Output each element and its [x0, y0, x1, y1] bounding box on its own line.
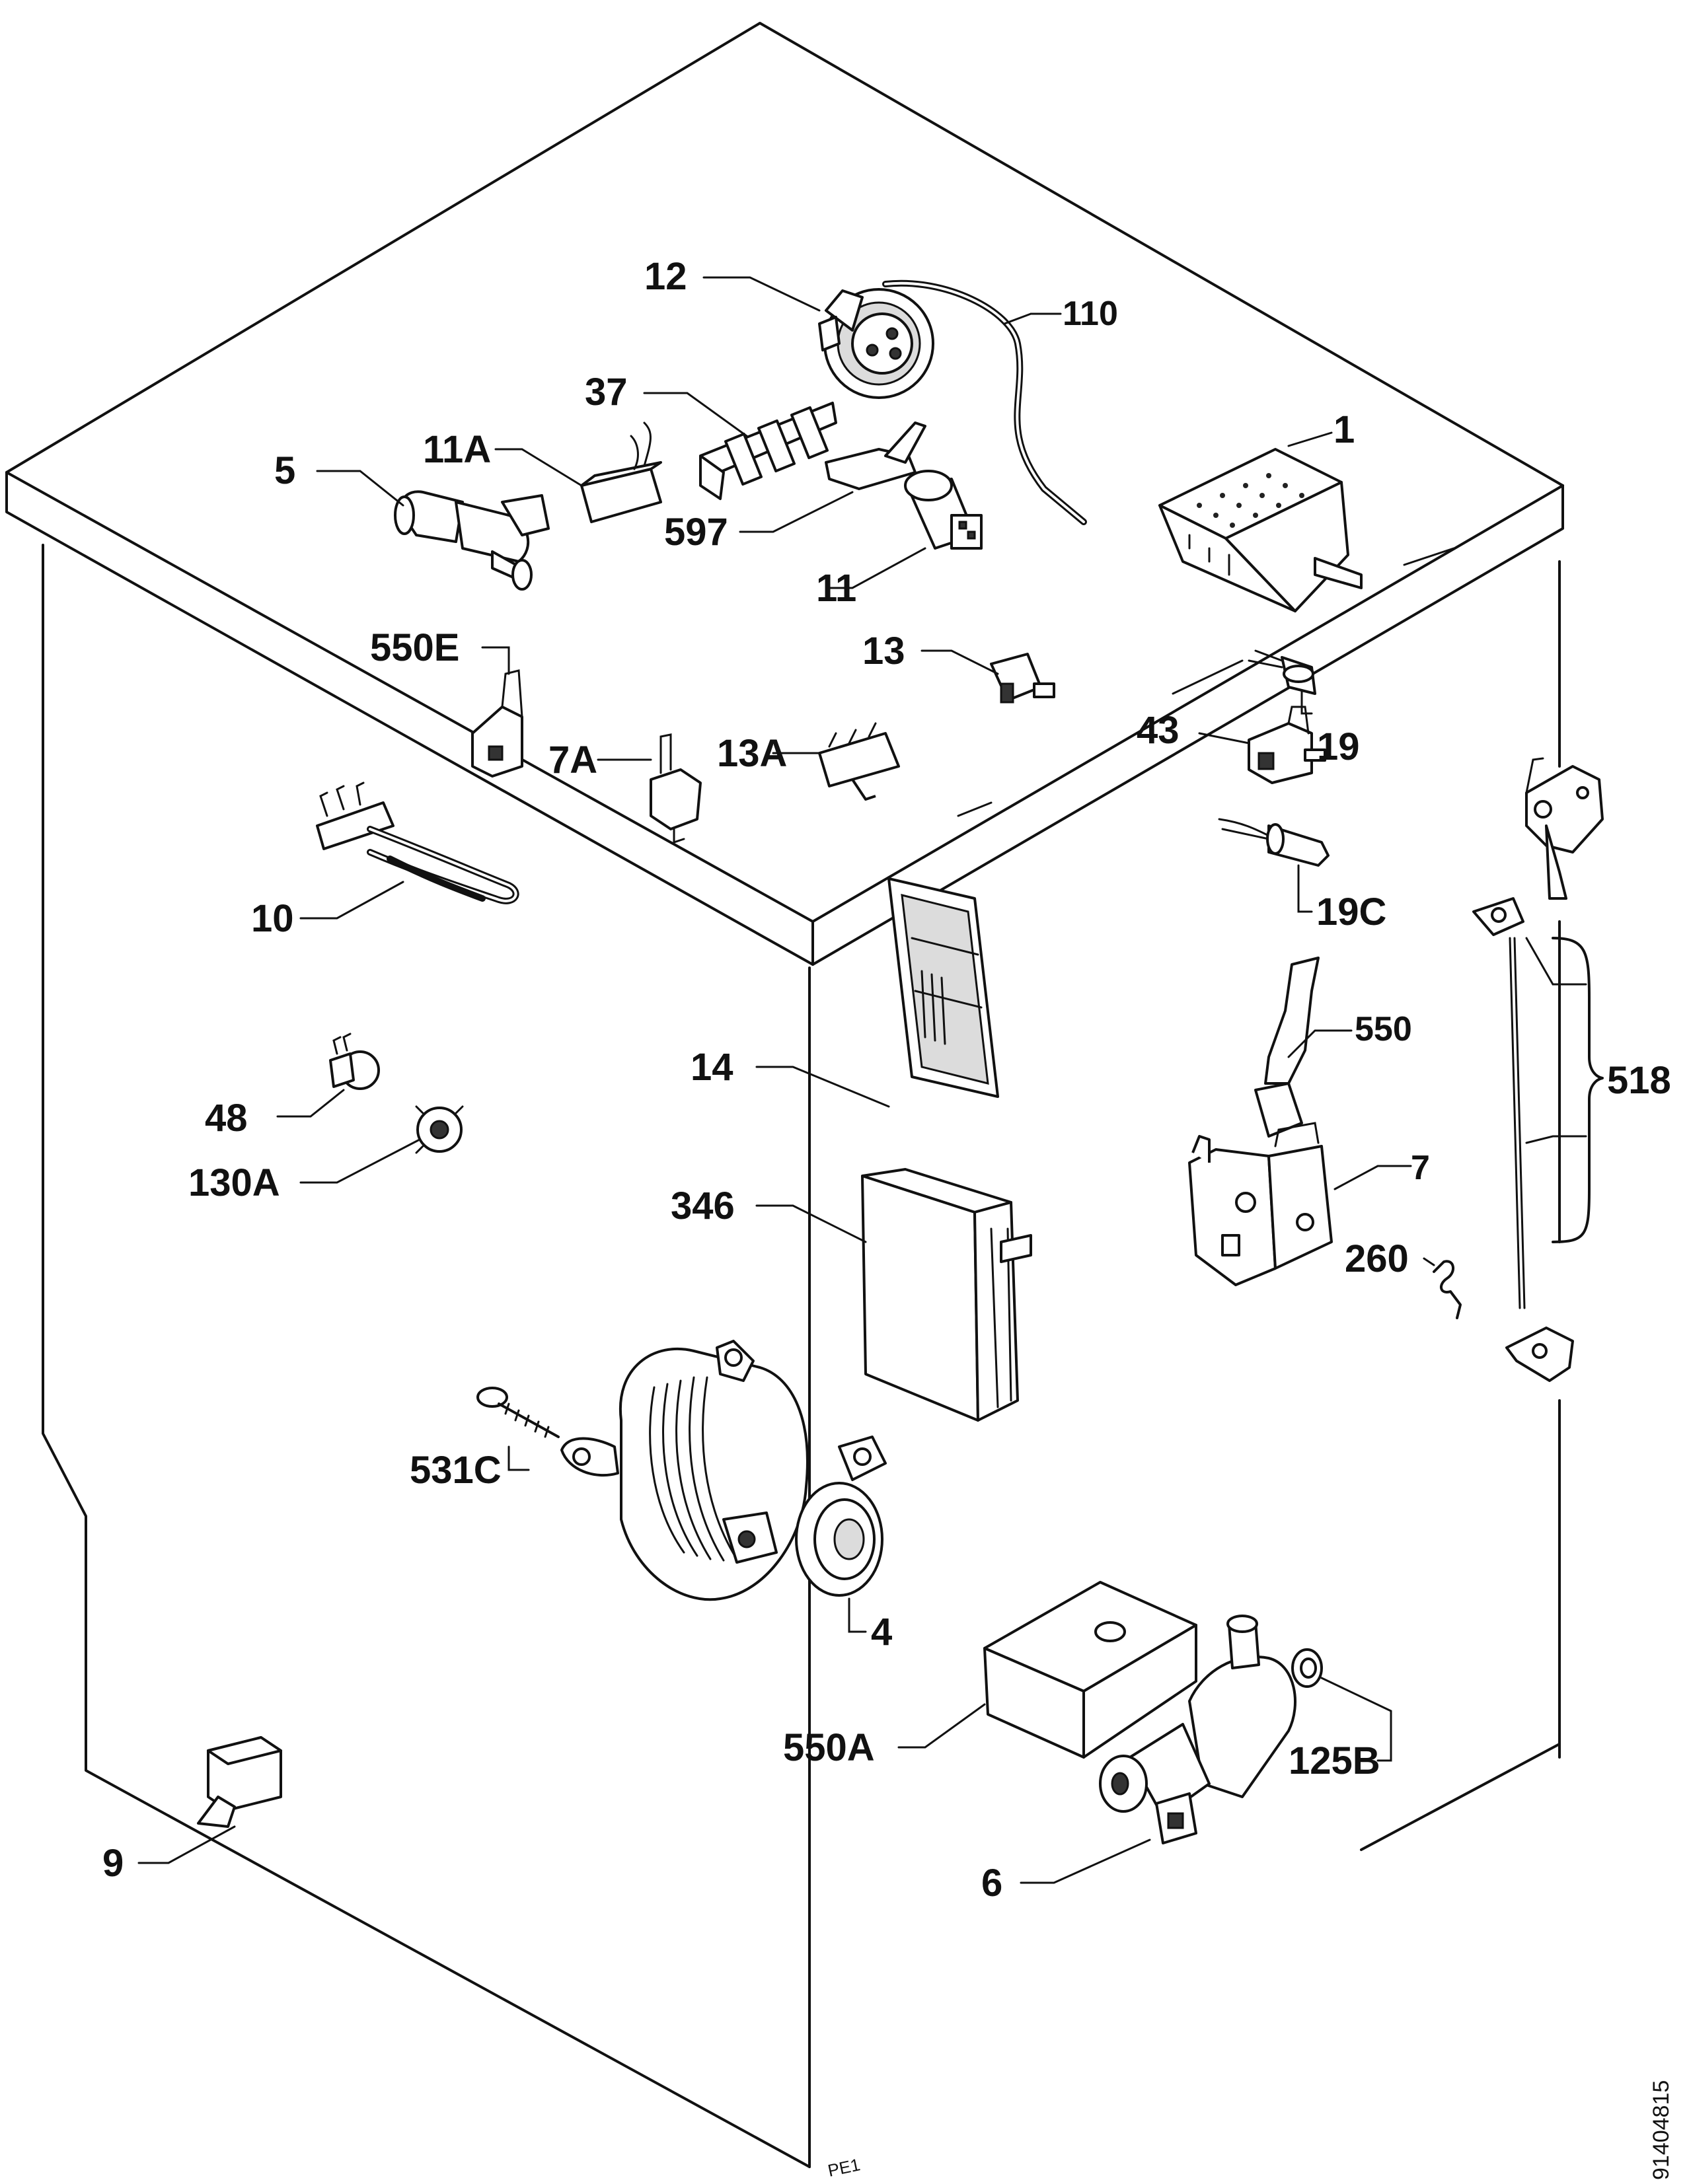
label-550: 550	[1355, 1010, 1412, 1048]
part-1-programmer	[1158, 448, 1363, 612]
label-19: 19	[1317, 725, 1360, 768]
part-19c-probe	[1218, 818, 1330, 867]
label-7a: 7A	[548, 739, 597, 782]
label-48: 48	[205, 1097, 248, 1140]
part-6-drain-pump	[1099, 1615, 1296, 1844]
label-12: 12	[644, 255, 687, 298]
label-37: 37	[585, 371, 628, 414]
label-9: 9	[102, 1842, 124, 1885]
label-6: 6	[981, 1862, 1002, 1905]
label-260: 260	[1345, 1237, 1409, 1280]
part-labels: 12 110 37 11A 5 597 11 1 13 550E 7A 13A …	[102, 255, 1671, 1905]
label-13: 13	[862, 630, 905, 673]
part-531c-screw	[476, 1387, 560, 1438]
part-9-suppressor	[197, 1736, 282, 1828]
label-19c: 19C	[1316, 891, 1386, 933]
leader-lines	[137, 276, 1604, 1884]
label-110: 110	[1063, 295, 1118, 333]
part-7-door-lock	[1188, 1122, 1333, 1286]
cabinet-outline	[5, 22, 1564, 2168]
part-130a-nut	[415, 1105, 464, 1154]
label-550e: 550E	[370, 626, 459, 669]
part-10-heating-element	[316, 782, 519, 904]
label-13a: 13A	[717, 732, 787, 775]
label-130a: 130A	[188, 1161, 280, 1204]
label-11a: 11A	[423, 428, 491, 471]
part-11-capacitor	[904, 470, 983, 550]
label-7: 7	[1411, 1149, 1430, 1187]
part-14-dispenser-drawer	[887, 877, 999, 1098]
part-550e-bracket	[471, 669, 523, 778]
part-48-thermostat	[329, 1033, 380, 1090]
part-550a-cover	[983, 1581, 1197, 1759]
label-14: 14	[691, 1046, 733, 1089]
part-550-lever	[1254, 957, 1320, 1138]
label-125b: 125B	[1289, 1739, 1380, 1782]
part-13a-terminal	[818, 722, 900, 801]
label-5: 5	[274, 449, 295, 492]
part-518-hinge-assembly	[1472, 757, 1604, 1382]
label-1: 1	[1333, 408, 1355, 451]
part-110-hose	[882, 279, 1087, 525]
part-19-probe	[1248, 649, 1316, 695]
part-37-terminal-block	[699, 402, 837, 500]
label-531c: 531C	[410, 1449, 502, 1492]
part-4-drain-pump-motor	[560, 1340, 887, 1601]
label-550a: 550A	[783, 1726, 875, 1769]
part-11a-suppressor	[580, 421, 662, 523]
part-5-inlet-valve	[394, 490, 550, 591]
part-7a-microswitch	[650, 733, 702, 844]
label-597: 597	[664, 511, 728, 554]
label-10: 10	[251, 897, 294, 940]
label-4: 4	[871, 1611, 892, 1654]
label-11: 11	[816, 567, 856, 610]
label-43: 43	[1137, 709, 1180, 752]
part-12-pressure-switch	[818, 288, 934, 399]
label-518: 518	[1607, 1059, 1671, 1102]
part-43-sensor	[1248, 706, 1326, 784]
part-346-dispenser-housing	[861, 1168, 1032, 1422]
part-125b-seal-ring	[1291, 1648, 1323, 1688]
part-13-connector	[990, 653, 1055, 704]
corner-mark: PE1	[826, 2154, 862, 2181]
label-346: 346	[671, 1184, 735, 1227]
drawing-number: 91404815	[1649, 2080, 1674, 2180]
part-260-spring	[1433, 1260, 1462, 1319]
